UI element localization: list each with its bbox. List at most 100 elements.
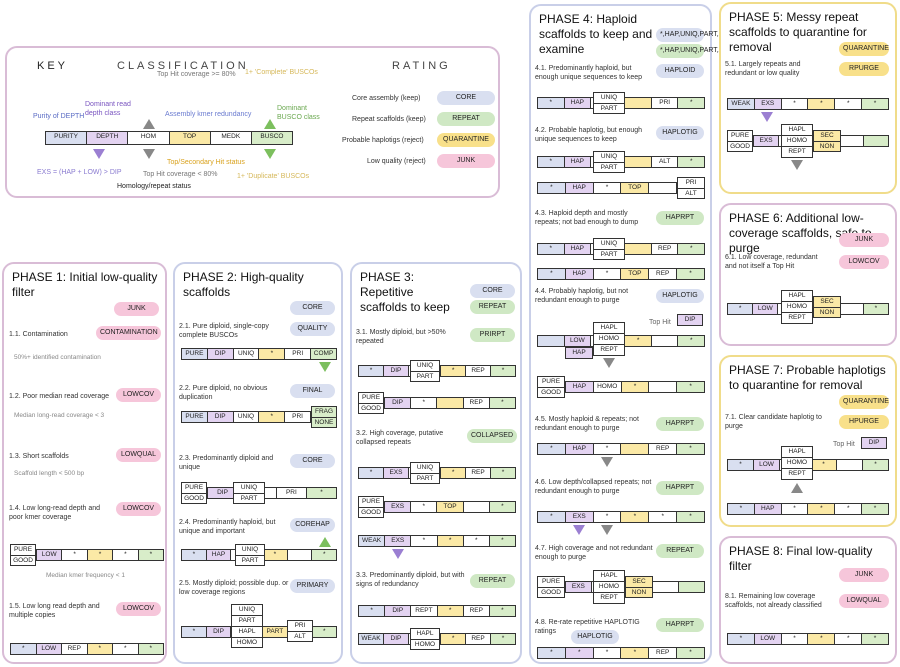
track-top: TOP: [169, 132, 211, 144]
label-complete-buscos: 1+ 'Complete' BUSCOs: [245, 69, 318, 76]
track-medk: MEDK: [210, 132, 252, 144]
p7-tophit: Top Hit: [833, 441, 855, 448]
p7-s1-badge: HPURGE: [839, 415, 889, 429]
p4-s5-badge: HAPRPT: [656, 417, 704, 431]
label-dominant-read: Dominant read depth class: [85, 101, 131, 117]
p2-s5-badge: PRIMARY: [290, 579, 335, 593]
phase1-rating: JUNK: [114, 302, 159, 316]
p7-row-b: *HAP* ***: [727, 503, 889, 515]
p3-s1: 3.1. Mostly diploid, but >50% repeated: [356, 329, 446, 345]
p4-r9-marker2-icon: [601, 525, 613, 535]
p3-s3: 3.3. Predominantly diploid, but with sig…: [356, 572, 465, 588]
p1-s3-badge: LOWQUAL: [116, 448, 161, 462]
rating-desc-quarantine: Probable haplotigs (reject): [342, 137, 424, 144]
phase5-title: PHASE 5: Messy repeat scaffolds to quara…: [729, 10, 867, 54]
phase4-rating-repeat: *,HAP,UNIQ,PART,ALT,*: [656, 44, 735, 58]
phase4-title: PHASE 4: Haploid scaffolds to keep and e…: [539, 12, 653, 56]
phase7-panel: PHASE 7: Probable haplotigs to quarantin…: [719, 355, 897, 527]
p3-row-b: DIP* REP*: [384, 397, 516, 409]
label-exs: EXS = (HAP + LOW) > DIP: [37, 169, 122, 176]
p4-s1-badge: HAPLOID: [656, 64, 704, 78]
classification-title: CLASSIFICATION: [117, 60, 249, 72]
p4-row11: *** *REP*: [537, 647, 705, 659]
busco-marker-down-icon: [264, 149, 276, 159]
label-duplicate: 1+ 'Duplicate' BUSCOs: [237, 173, 310, 180]
p4-s8: 4.8. Re-rate repetitive HAPLOTIG ratings: [535, 619, 640, 635]
phase5-panel: PHASE 5: Messy repeat scaffolds to quara…: [719, 2, 897, 194]
p4-r9-marker-icon: [573, 525, 585, 535]
rating-core: CORE: [437, 91, 495, 105]
label-top-secondary: Top/Secondary Hit status: [167, 159, 245, 166]
phase7-rating: QUARANTINE: [839, 395, 889, 409]
p8-row-a: *LOW* ***: [727, 633, 889, 645]
p1-s1-badge: CONTAMINATION: [96, 326, 161, 340]
p3-e-marker-icon: [392, 549, 404, 559]
key-title: KEY: [37, 60, 69, 72]
track-purity: PURITY: [46, 132, 88, 144]
p5-s1-badge: RPURGE: [839, 62, 889, 76]
p2-s1: 2.1. Pure diploid, single-copy complete …: [179, 323, 269, 339]
p6-s1-badge: LOWCOV: [839, 255, 889, 269]
p4-row9: *EXS* ***: [537, 511, 705, 523]
depth-marker-icon: [93, 149, 105, 159]
p8-s1-badge: LOWQUAL: [839, 594, 889, 608]
p4-s4: 4.4. Probably haplotig, but not redundan…: [535, 288, 629, 304]
phase7-title: PHASE 7: Probable haplotigs to quarantin…: [729, 363, 886, 392]
p4-s7-badge: REPEAT: [656, 544, 704, 558]
p2-s1-badge: QUALITY: [290, 322, 335, 336]
p4-row3: *HAP* TOP: [537, 182, 677, 194]
label-top-hit-cov: Top Hit coverage >= 80%: [157, 71, 236, 78]
p6-s1: 6.1. Low coverage, redundant and not its…: [725, 254, 818, 270]
label-purity: Purity of DEPTH: [33, 113, 85, 120]
label-dominant-busco: Dominant BUSCO class: [277, 105, 320, 121]
rating-desc-core: Core assembly (keep): [352, 95, 421, 102]
phase6-panel: PHASE 6: Additional low-coverage scaffol…: [719, 203, 897, 346]
track-busco: BUSCO: [251, 132, 293, 144]
rating-quarantine: QUARANTINE: [437, 133, 495, 147]
p1-s1-note: 50%+ identified contamination: [14, 354, 101, 361]
phase8-title: PHASE 8: Final low-quality filter: [729, 544, 873, 573]
p1-s4-badge: LOWCOV: [116, 502, 161, 516]
p4-row2: *HAP ALT*: [537, 156, 705, 168]
busco-marker-up-icon: [264, 119, 276, 129]
key-track: PURITY DEPTH HOM TOP MEDK BUSCO: [45, 131, 293, 145]
p2-s4: 2.4. Predominantly haploid, but unique a…: [179, 519, 276, 535]
p5-s1: 5.1. Largely repeats and redundant or lo…: [725, 61, 801, 77]
p4-dip: DIP: [677, 314, 703, 326]
p2-row3: DIP PRI*: [207, 487, 337, 499]
key-panel: KEY CLASSIFICATION RATING PURITY DEPTH H…: [5, 46, 500, 198]
p1-s2-badge: LOWCOV: [116, 388, 161, 402]
p7-s1: 7.1. Clear candidate haplotig to purge: [725, 414, 822, 430]
p2-s4-badge: COREHAP: [290, 518, 335, 532]
p4-s2: 4.2. Probable haplotig, but enough uniqu…: [535, 127, 643, 143]
p1-s3: 1.3. Short scaffolds: [9, 453, 69, 460]
phase2-rating: CORE: [290, 301, 335, 315]
p7-dip: DIP: [861, 437, 887, 449]
p4-s5: 4.5. Mostly haploid & repeats; not redun…: [535, 416, 639, 432]
phase3-rating-repeat: REPEAT: [470, 300, 515, 314]
p4-row8: *HAP* REP*: [537, 443, 705, 455]
p7-a-marker-icon: [791, 483, 803, 493]
phase8-rating: JUNK: [839, 568, 889, 582]
p4-s4-badge: HAPLOTIG: [656, 289, 704, 303]
